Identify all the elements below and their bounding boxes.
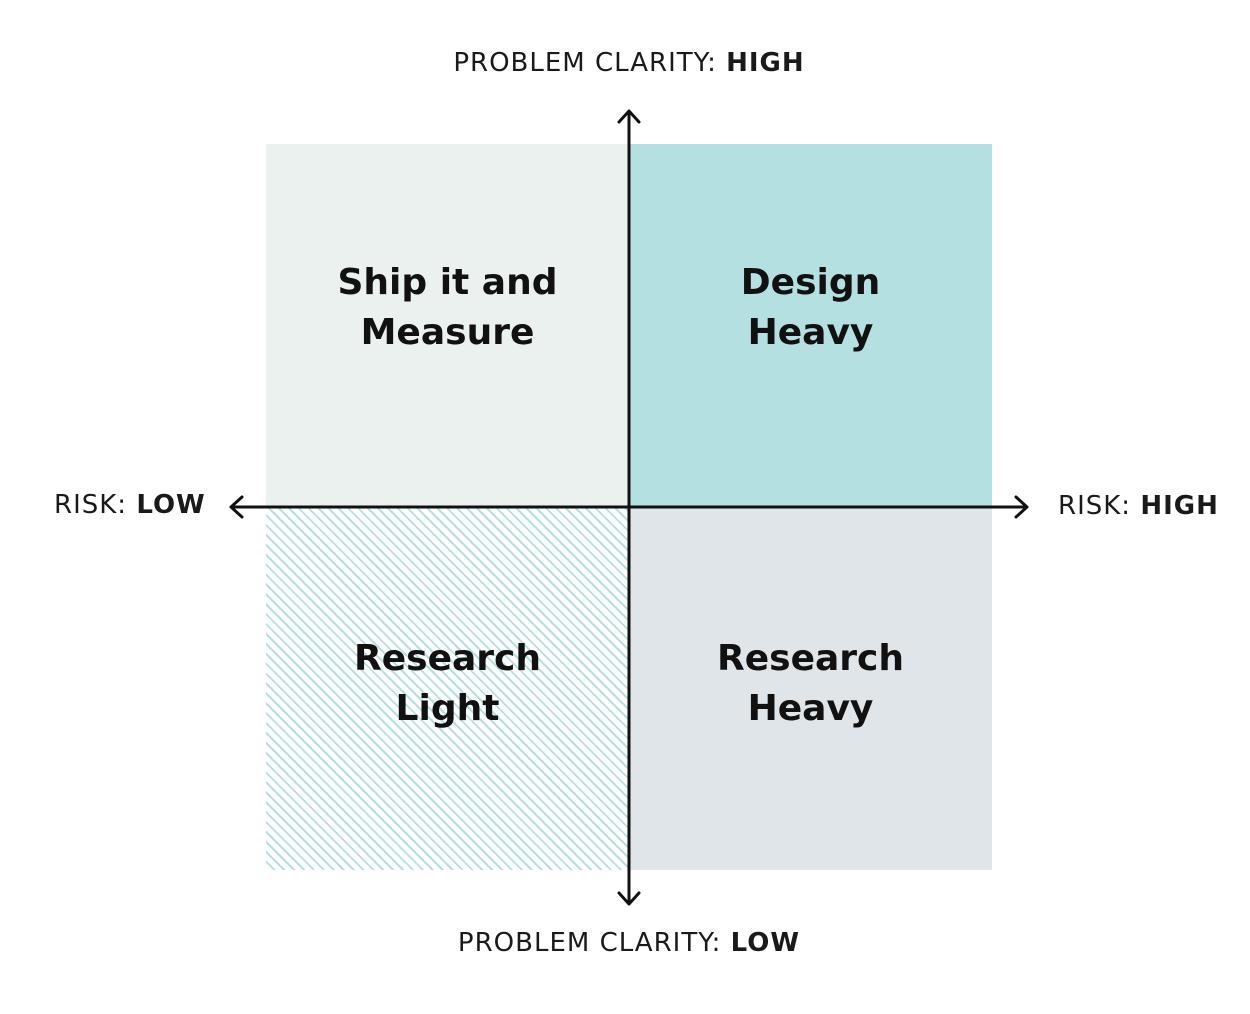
arrow-up-icon <box>617 109 641 124</box>
axis-label-bottom: PROBLEM CLARITY: LOW <box>0 928 1250 958</box>
quadrant-title-line: Research <box>354 637 541 679</box>
quadrant-title: Research Heavy <box>681 634 941 734</box>
quadrant-title-line: Heavy <box>747 311 874 353</box>
quadrant-title: Design Heavy <box>681 258 941 358</box>
quadrant-title-line: Design <box>740 261 881 303</box>
quadrant-title-line: Ship it and <box>337 261 558 303</box>
quadrant-bottom-left: Research Light <box>266 507 629 870</box>
axis-label-value: LOW <box>730 928 801 958</box>
axis-label-left: RISK: LOW <box>54 490 206 520</box>
axis-label-prefix: RISK: <box>1058 491 1141 521</box>
axis-label-value: LOW <box>136 490 206 520</box>
axis-label-value: HIGH <box>726 48 805 78</box>
arrow-down-icon <box>617 891 641 906</box>
quadrant-top-left: Ship it and Measure <box>266 144 629 507</box>
quadrant-bottom-right: Research Heavy <box>629 507 992 870</box>
quadrant-title: Research Light <box>318 634 578 734</box>
quadrant-top-right: Design Heavy <box>629 144 992 507</box>
quadrant-title-line: Heavy <box>747 687 874 729</box>
axis-label-prefix: PROBLEM CLARITY: <box>457 928 731 958</box>
arrow-left-icon <box>229 495 244 519</box>
quadrant-title-line: Measure <box>360 311 535 353</box>
axis-label-top: PROBLEM CLARITY: HIGH <box>0 48 1250 78</box>
axis-label-value: HIGH <box>1140 491 1219 521</box>
quadrant-title: Ship it and Measure <box>318 258 578 358</box>
quadrant-title-line: Light <box>395 687 500 729</box>
quadrant-title-line: Research <box>717 637 904 679</box>
axis-label-prefix: PROBLEM CLARITY: <box>453 48 727 78</box>
arrow-right-icon <box>1014 495 1029 519</box>
axis-label-right: RISK: HIGH <box>1058 491 1219 521</box>
axis-label-prefix: RISK: <box>54 490 137 520</box>
